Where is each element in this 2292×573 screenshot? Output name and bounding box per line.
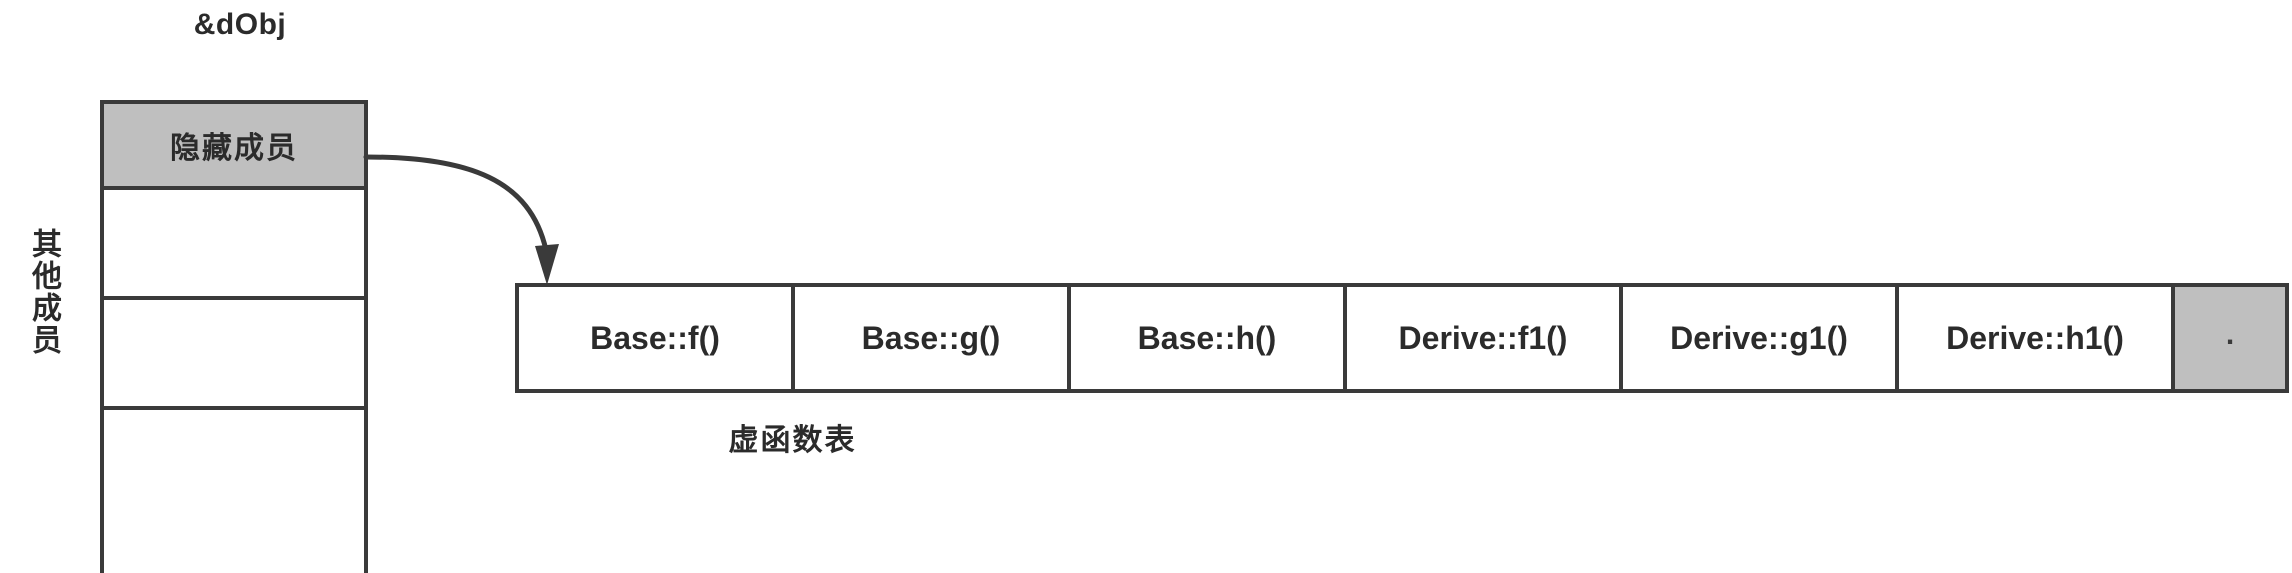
vptr-to-vtable-arrow-icon: [363, 154, 559, 285]
object-pointer-label: &dObj: [193, 8, 287, 41]
vtable-cell-1: Base::g(): [795, 287, 1071, 389]
vtable-cell-3: Derive::f1(): [1347, 287, 1623, 389]
vtable-cell-4: Derive::g1(): [1623, 287, 1899, 389]
vtable-cell-2: Base::h(): [1071, 287, 1347, 389]
other-members-vertical-label: 其他成员: [27, 228, 60, 356]
object-row-blank-1: [104, 190, 364, 300]
vtable-cell-0: Base::f(): [519, 287, 795, 389]
object-memory-layout-box: 隐藏成员: [100, 100, 368, 573]
object-row-blank-3: [104, 410, 364, 573]
virtual-function-table: Base::f() Base::g() Base::h() Derive::f1…: [515, 283, 2289, 393]
object-row-blank-2: [104, 300, 364, 410]
vtable-cell-terminator: .: [2175, 287, 2285, 389]
vtable-cell-5: Derive::h1(): [1899, 287, 2175, 389]
vtable-caption: 虚函数表: [728, 424, 857, 457]
object-row-hidden-member: 隐藏成员: [104, 104, 364, 190]
